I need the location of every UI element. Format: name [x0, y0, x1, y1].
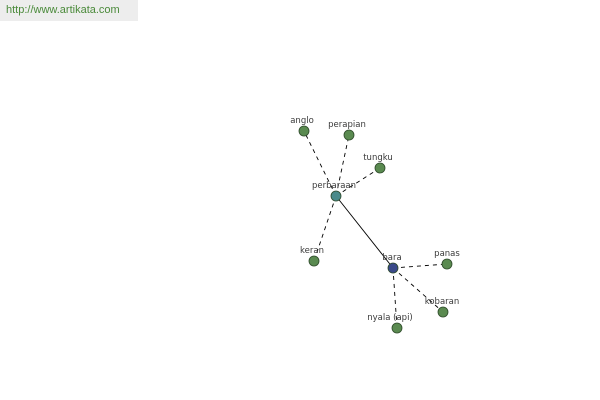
node-label-bara[interactable]: bara [382, 253, 401, 263]
node-label-perapian[interactable]: perapian [328, 120, 366, 130]
node-perapian[interactable] [343, 129, 355, 141]
site-url-banner[interactable]: http://www.artikata.com [0, 0, 138, 21]
edge-bara-kobaran [392, 267, 444, 313]
nodes-layer [298, 125, 453, 334]
node-keran[interactable] [308, 255, 320, 267]
node-label-perbaraan[interactable]: perbaraan [312, 181, 356, 191]
edge-perbaraan-keran [313, 195, 337, 262]
edge-perbaraan-bara [335, 195, 394, 269]
edge-bara-panas [392, 263, 448, 269]
node-tungku[interactable] [374, 162, 386, 174]
edge-perbaraan-tungku [335, 167, 381, 197]
node-bara[interactable] [387, 262, 399, 274]
node-label-nyala_api[interactable]: nyala (api) [367, 313, 413, 323]
node-label-keran[interactable]: keran [300, 246, 324, 256]
node-label-anglo[interactable]: anglo [290, 116, 314, 126]
node-nyala_api[interactable] [391, 322, 403, 334]
node-label-tungku[interactable]: tungku [363, 153, 393, 163]
labels-layer: anglo perapian tungku perbaraan keran bara pan… [290, 116, 460, 323]
node-label-panas[interactable]: panas [434, 249, 460, 259]
edges-layer [303, 130, 448, 329]
node-anglo[interactable] [298, 125, 310, 137]
node-perbaraan[interactable] [330, 190, 342, 202]
node-kobaran[interactable] [437, 306, 449, 318]
edge-bara-nyala_api [392, 267, 398, 329]
node-panas[interactable] [441, 258, 453, 270]
edge-perbaraan-perapian [335, 134, 350, 197]
node-label-kobaran[interactable]: kobaran [425, 297, 460, 307]
